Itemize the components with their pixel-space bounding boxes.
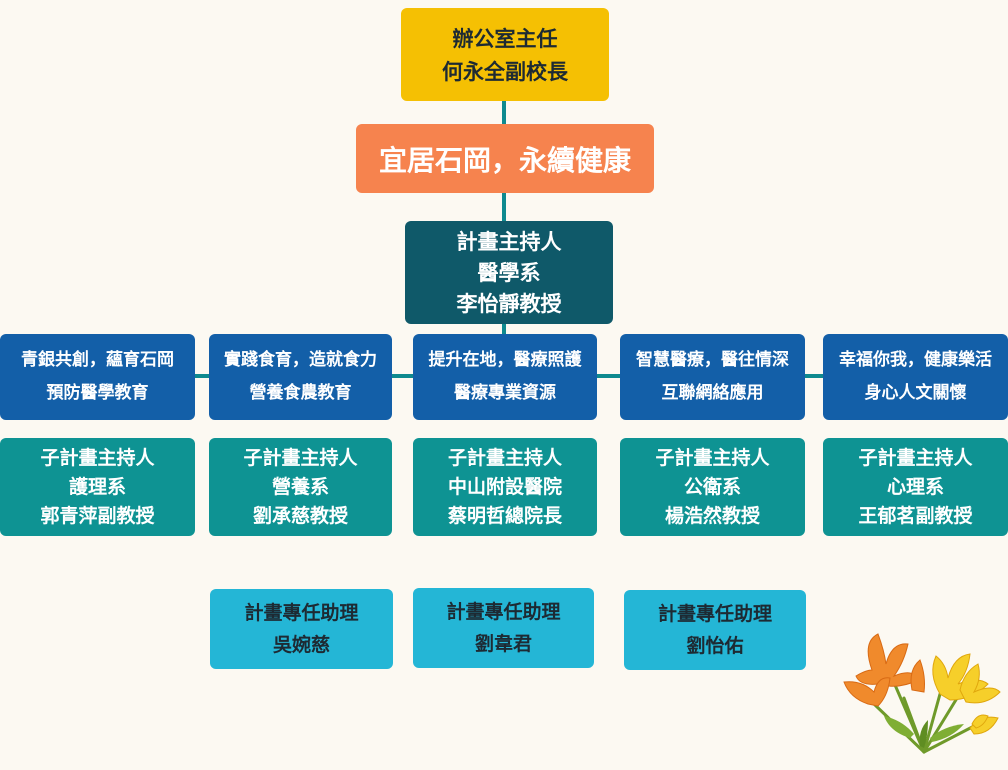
theme-motto: 青銀共創，蘊育石岡 [21,350,174,370]
theme-topic: 身心人文關懷 [864,383,967,403]
assistant-role: 計畫專任助理 [657,603,772,625]
subproject-leader-name: 蔡明哲總院長 [447,504,562,527]
theme-motto: 幸福你我，健康樂活 [839,350,992,370]
pi-department: 醫學系 [477,260,541,285]
subproject-department: 營養系 [271,475,329,498]
subproject-department: 護理系 [68,475,126,498]
theme-box-4: 智慧醫療，醫往情深 互聯網絡應用 [620,334,805,420]
assistant-role: 計畫專任助理 [244,602,359,624]
theme-motto: 智慧醫療，醫往情深 [636,350,789,370]
subproject-department: 中山附設醫院 [447,475,562,498]
subproject-leader-name: 王郁茗副教授 [858,504,973,527]
assistant-name: 吳婉慈 [272,634,330,656]
connector-pi-themes [502,323,506,335]
office-director-box: 辦公室主任 何永全副校長 [401,8,609,101]
subproject-leader-box-2: 子計畫主持人 營養系 劉承慈教授 [209,438,392,536]
project-slogan-box: 宜居石岡，永續健康 [356,124,654,193]
subproject-role: 子計畫主持人 [858,446,973,469]
project-slogan: 宜居石岡，永續健康 [378,143,631,177]
flower-bouquet-icon [843,633,1001,754]
subproject-leader-box-4: 子計畫主持人 公衛系 楊浩然教授 [620,438,805,536]
theme-topic: 醫療專業資源 [454,383,556,403]
pi-role: 計畫主持人 [456,229,562,254]
subproject-leader-name: 劉承慈教授 [252,504,348,527]
subproject-leader-box-5: 子計畫主持人 心理系 王郁茗副教授 [823,438,1008,536]
assistant-role: 計畫專任助理 [446,601,561,623]
principal-investigator-box: 計畫主持人 醫學系 李怡靜教授 [405,221,613,324]
theme-box-2: 實踐食育，造就食力 營養食農教育 [209,334,392,420]
theme-box-1: 青銀共創，蘊育石岡 預防醫學教育 [0,334,195,420]
subproject-leader-box-3: 子計畫主持人 中山附設醫院 蔡明哲總院長 [413,438,597,536]
theme-topic: 預防醫學教育 [46,383,149,403]
theme-box-5: 幸福你我，健康樂活 身心人文關懷 [823,334,1008,420]
director-name: 何永全副校長 [442,58,568,84]
subproject-role: 子計畫主持人 [40,446,155,469]
assistant-box-1: 計畫專任助理 吳婉慈 [210,589,393,669]
connector-slogan-pi [502,192,506,222]
theme-topic: 營養食農教育 [249,383,352,403]
subproject-leader-name: 郭青萍副教授 [40,504,155,527]
theme-motto: 實踐食育，造就食力 [224,350,377,370]
assistant-box-2: 計畫專任助理 劉韋君 [413,588,594,668]
assistant-name: 劉韋君 [474,633,532,655]
subproject-department: 公衛系 [683,475,741,498]
theme-box-3: 提升在地，醫療照護 醫療專業資源 [413,334,597,420]
subproject-department: 心理系 [886,475,944,498]
subproject-role: 子計畫主持人 [243,446,358,469]
subproject-leader-box-1: 子計畫主持人 護理系 郭青萍副教授 [0,438,195,536]
assistant-box-3: 計畫專任助理 劉怡佑 [624,590,806,670]
theme-motto: 提升在地，醫療照護 [428,350,582,370]
subproject-role: 子計畫主持人 [447,446,562,469]
assistant-name: 劉怡佑 [686,635,744,657]
pi-name: 李怡靜教授 [456,291,562,316]
theme-topic: 互聯網絡應用 [661,383,764,403]
connector-director-slogan [502,100,506,125]
subproject-role: 子計畫主持人 [655,446,770,469]
director-title: 辦公室主任 [452,25,558,51]
subproject-leader-name: 楊浩然教授 [664,504,760,527]
